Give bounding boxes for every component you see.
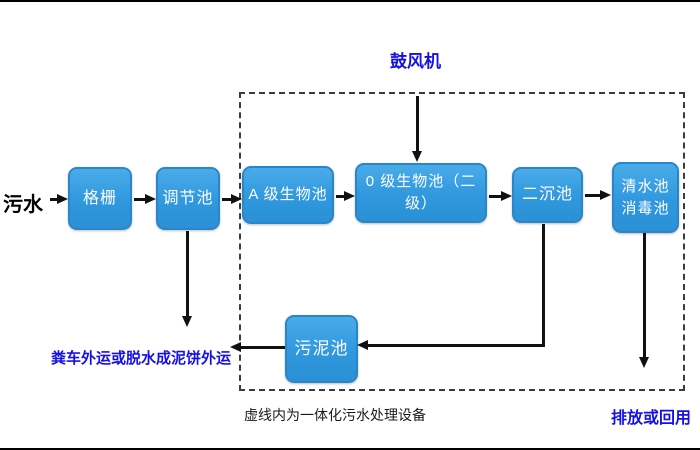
discharge-label: 排放或回用 [611, 410, 692, 427]
arrow-clear-to-discharge-line [643, 233, 646, 358]
arrow-o-bio-to-sed-head [501, 191, 512, 201]
node-disinfection-tank-label: 消毒池 [621, 199, 670, 217]
boundary-caption: 虚线内为一体化污水处理设备 [244, 407, 426, 423]
influent-label: 污水 [3, 194, 43, 216]
node-a-level-bio-tank-label: A 级生物池 [248, 186, 328, 204]
node-secondary-sedimentation-tank: 二沉池 [512, 167, 583, 223]
arrow-regulating-to-a-bio-head [231, 194, 242, 204]
blower-label: 鼓风机 [390, 52, 441, 71]
node-sludge-tank-label: 污泥池 [294, 338, 349, 358]
arrow-clear-to-discharge-head [639, 357, 649, 368]
arrow-blower-to-o-bio-line [416, 96, 419, 152]
arrow-regulating-to-a-bio-line [222, 198, 232, 201]
sludge-disposal-label: 粪车外运或脱水成泥饼外运 [51, 350, 232, 367]
arrow-regulating-to-disposal-line [186, 231, 189, 317]
top-border-bar [0, 0, 700, 2]
arrow-o-bio-to-sed-line [489, 195, 502, 198]
arrow-sed-to-sludge-hline [368, 344, 545, 347]
arrow-sed-to-sludge-vline [542, 224, 545, 346]
bottom-border-bar [0, 448, 700, 450]
arrow-grille-to-regulating-head [145, 194, 156, 204]
node-grille: 格栅 [68, 167, 132, 230]
node-o-level-bio-tank-label: 0 级生物池（二级） [365, 173, 477, 212]
arrow-regulating-to-disposal-head [182, 316, 192, 327]
arrow-blower-to-o-bio-head [412, 151, 422, 162]
node-grille-label: 格栅 [82, 189, 117, 207]
integrated-equipment-boundary [239, 92, 685, 391]
arrow-sludge-to-disposal-head [230, 342, 241, 352]
arrow-sed-to-sludge-head [357, 340, 368, 350]
node-secondary-sedimentation-tank-label: 二沉池 [521, 186, 573, 204]
node-regulating-tank-label: 调节池 [162, 189, 214, 207]
arrow-sed-to-clear-line [585, 194, 602, 197]
arrow-a-bio-to-o-bio-line [336, 195, 345, 198]
arrow-sludge-to-disposal-line [241, 346, 285, 349]
node-sludge-tank: 污泥池 [285, 315, 358, 383]
arrow-grille-to-regulating-line [134, 198, 146, 201]
arrow-a-bio-to-o-bio-head [344, 191, 355, 201]
arrow-sed-to-clear-head [600, 190, 611, 200]
arrow-influent-to-grille-line [50, 198, 59, 201]
node-clear-water-disinfection-tank: 清水池 消毒池 [612, 162, 679, 233]
node-a-level-bio-tank: A 级生物池 [242, 166, 334, 224]
node-o-level-bio-tank: 0 级生物池（二级） [355, 163, 487, 223]
node-clear-water-tank-label: 清水池 [621, 177, 670, 195]
node-regulating-tank: 调节池 [156, 167, 220, 230]
arrow-influent-to-grille-head [57, 194, 68, 204]
